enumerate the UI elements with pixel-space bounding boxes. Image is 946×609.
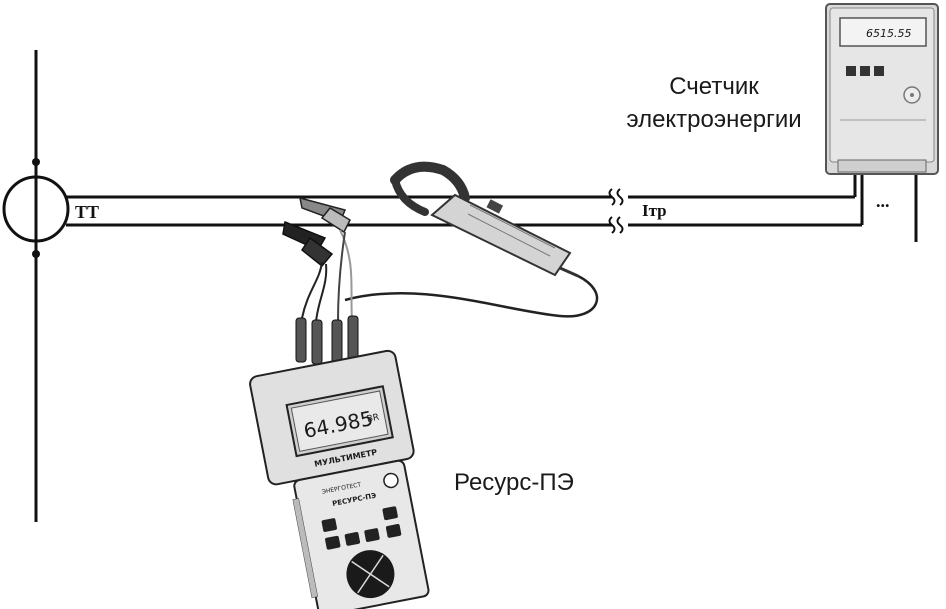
meter-label-line2: электроэнергии [626,106,801,133]
current-transformer-symbol [2,158,70,258]
wire-break-marks [608,188,624,234]
multimeter-device: 64.985 BR МУЛЬТИМЕТР ЭНЕРГОТЕСТ РЕСУРС-П… [249,349,430,609]
clamp-cable [344,274,599,318]
continuation-dots: ... [876,191,890,211]
meter-reading: 6515.55 [866,27,912,40]
multimeter-keypad [321,506,402,550]
meter-label-line1: Счетчик [669,73,759,100]
multimeter-display-unit: BR [366,413,380,425]
current-clamp [390,161,579,278]
probe-connectors [295,315,359,365]
probe-leads [301,229,353,323]
multimeter-navigation-pad [346,550,395,599]
device-label: Ресурс-ПЭ [454,469,574,496]
crocodile-clip-lower [282,220,334,268]
electricity-meter: 6515.55 [825,3,939,175]
ct-label: TT [75,202,99,222]
current-label: Iтр [642,201,667,220]
multimeter-info-icon [383,472,399,489]
crocodile-clip-upper [299,196,351,234]
